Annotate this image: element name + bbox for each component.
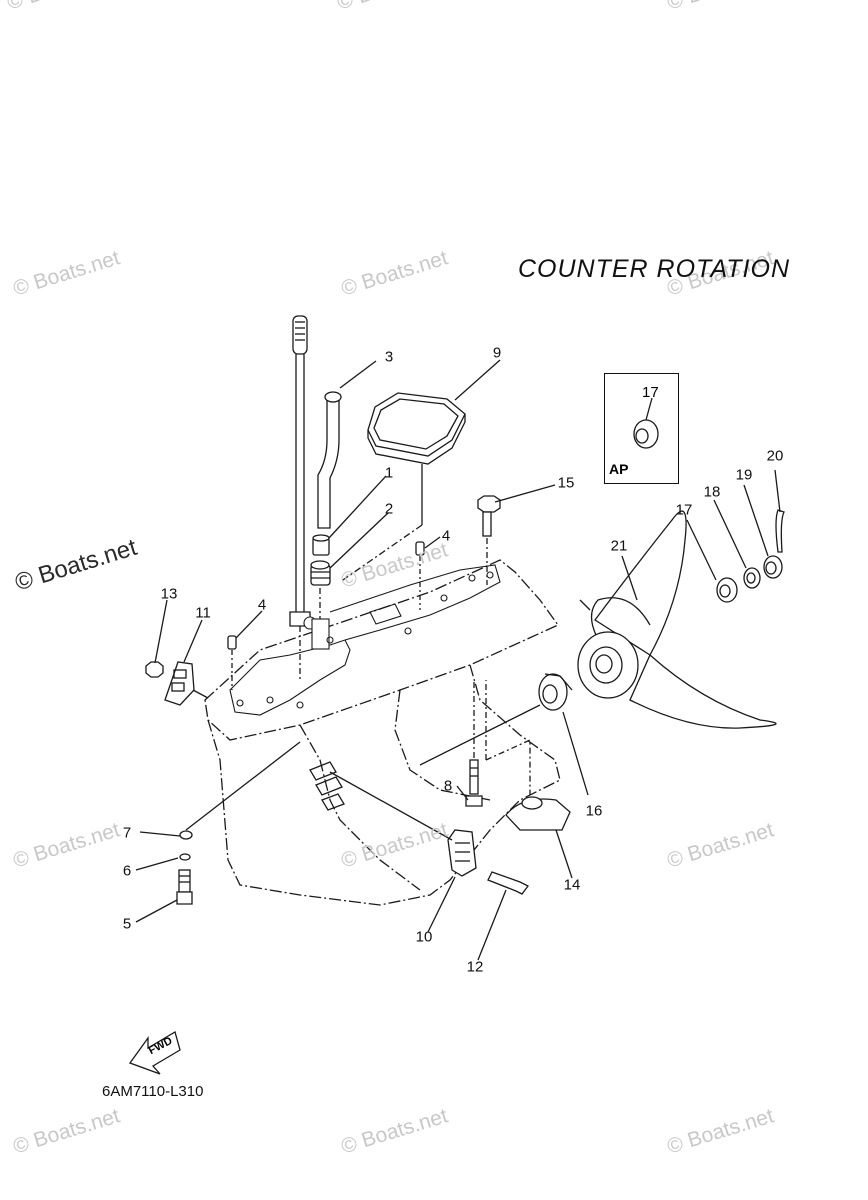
dowel-pin-icon: [227, 635, 237, 650]
bolt-icon: [465, 759, 483, 807]
callout-18[interactable]: 18: [703, 483, 721, 501]
spacer-icon: [538, 673, 573, 711]
callout-3[interactable]: 3: [384, 348, 394, 366]
ap-inset: 17 AP: [604, 373, 679, 484]
callout-9[interactable]: 9: [492, 344, 502, 362]
grommet-icon: [310, 534, 331, 586]
trim-tab-icon: [505, 796, 571, 831]
callout-14[interactable]: 14: [563, 876, 581, 894]
callout-21[interactable]: 21: [610, 537, 628, 555]
propeller-nut-icon: [763, 555, 783, 579]
callout-4[interactable]: 4: [257, 596, 267, 614]
washer-icon: [179, 830, 193, 840]
callout-1[interactable]: 1: [384, 464, 394, 482]
propeller-icon: [577, 510, 777, 729]
washer-icon: [743, 567, 761, 589]
drawing-code: 6AM7110-L310: [102, 1083, 204, 1100]
callout-4[interactable]: 4: [441, 527, 451, 545]
callout-7[interactable]: 7: [122, 824, 132, 842]
fwd-arrow-icon: [128, 1031, 181, 1075]
callout-12[interactable]: 12: [466, 958, 484, 976]
water-pipe-icon: [317, 391, 342, 529]
dowel-pin-icon: [415, 541, 425, 556]
callout-2[interactable]: 2: [384, 500, 394, 518]
lock-washer-icon: [179, 853, 191, 861]
anode-icon: [164, 661, 209, 706]
callout-5[interactable]: 5: [122, 915, 132, 933]
bolt-icon: [477, 495, 501, 537]
cotter-pin-icon: [775, 509, 785, 553]
callout-20[interactable]: 20: [766, 447, 784, 465]
screw-icon: [487, 871, 529, 895]
callout-10[interactable]: 10: [415, 928, 433, 946]
callout-13[interactable]: 13: [160, 585, 178, 603]
gear-case-body-icon: [204, 559, 561, 906]
ap-inset-label: AP: [609, 461, 629, 477]
thrust-washer-icon: [633, 419, 659, 449]
callout-15[interactable]: 15: [557, 474, 575, 492]
water-inlet-cover-icon: [447, 829, 477, 877]
callout-number: 17: [642, 384, 659, 401]
callout-11[interactable]: 11: [195, 604, 211, 622]
gasket-icon: [367, 392, 466, 465]
callout-19[interactable]: 19: [735, 466, 753, 484]
callout-6[interactable]: 6: [122, 862, 132, 880]
callout-16[interactable]: 16: [585, 802, 603, 820]
callout-8[interactable]: 8: [443, 777, 453, 795]
diagram-title: COUNTER ROTATION: [518, 255, 791, 283]
plug-bolt-icon: [176, 869, 193, 905]
nut-icon: [145, 661, 164, 678]
thrust-washer-icon: [716, 577, 738, 603]
callout-17[interactable]: 17: [675, 501, 693, 519]
